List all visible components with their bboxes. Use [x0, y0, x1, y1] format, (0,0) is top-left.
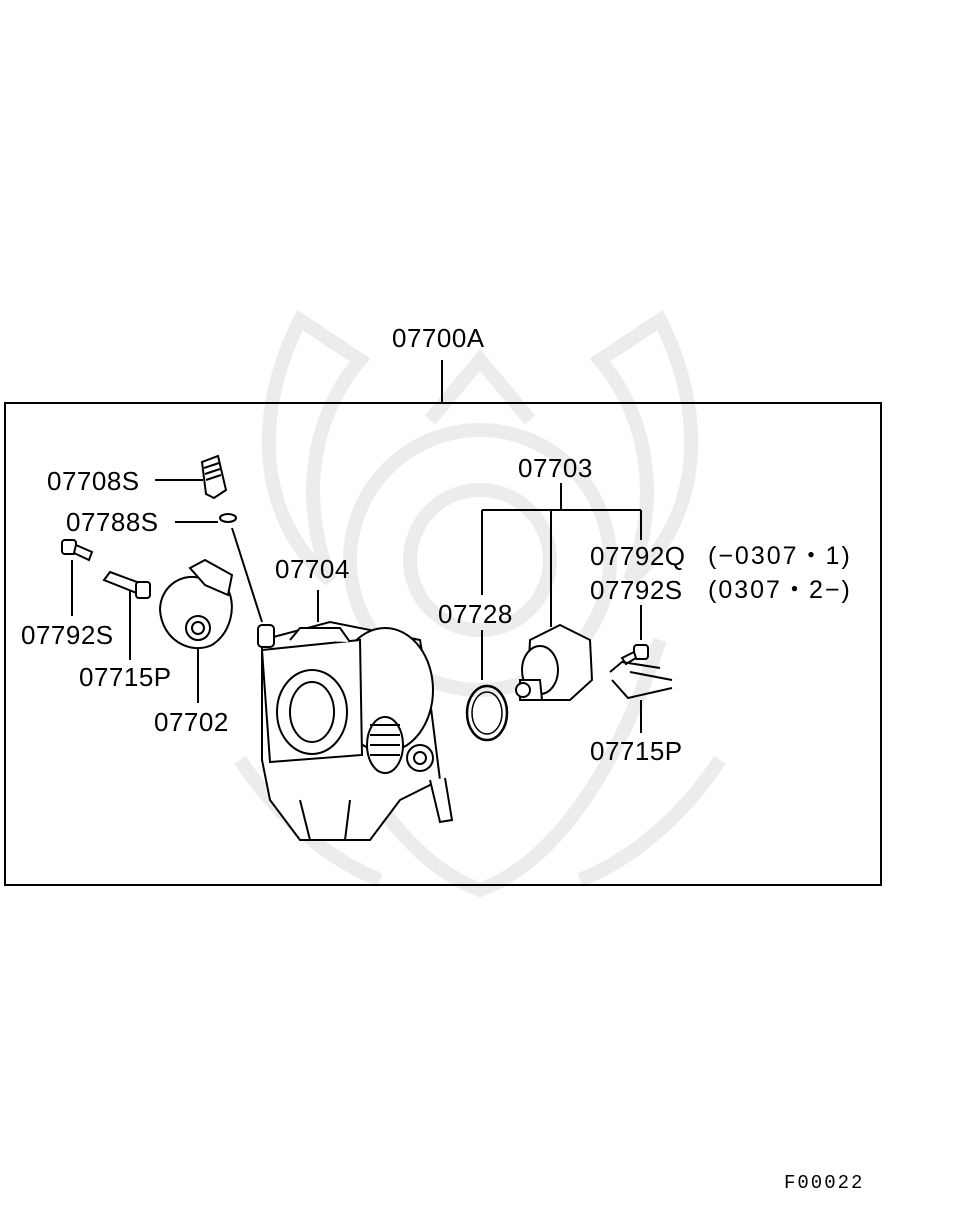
callout-07788S: 07788S	[66, 507, 159, 537]
bracket-part-right	[609, 660, 673, 700]
callout-07702: 07702	[154, 707, 229, 737]
callout-07792S-right: 07792S	[590, 575, 683, 605]
o-ring-inner	[471, 691, 503, 735]
note-07792S-range: (0307・2−)	[708, 576, 852, 604]
small-o-ring-part	[219, 513, 237, 523]
idle-speed-control-part	[515, 623, 594, 701]
bracket-part-left	[102, 570, 151, 599]
note-07792Q-range: (−0307・1)	[708, 542, 852, 570]
throttle-body-part	[257, 620, 454, 841]
assembly-label: 07700A	[392, 323, 485, 353]
o-ring-part	[465, 684, 509, 742]
callout-07708S: 07708S	[47, 466, 140, 496]
sensor-plug-part	[200, 454, 228, 500]
callout-07703: 07703	[518, 453, 593, 483]
figure-code: F00022	[784, 1172, 865, 1194]
screw-part-right	[620, 644, 649, 666]
callout-07715P-left: 07715P	[79, 662, 172, 692]
callout-07704: 07704	[275, 554, 350, 584]
callout-07715P-right: 07715P	[590, 736, 683, 766]
callout-07728: 07728	[438, 599, 513, 629]
callout-07792S-left: 07792S	[21, 620, 114, 650]
callout-07792Q: 07792Q	[590, 541, 686, 571]
leader-lines	[71, 479, 642, 733]
screw-part-left	[61, 539, 94, 562]
throttle-position-sensor-part	[158, 558, 234, 650]
